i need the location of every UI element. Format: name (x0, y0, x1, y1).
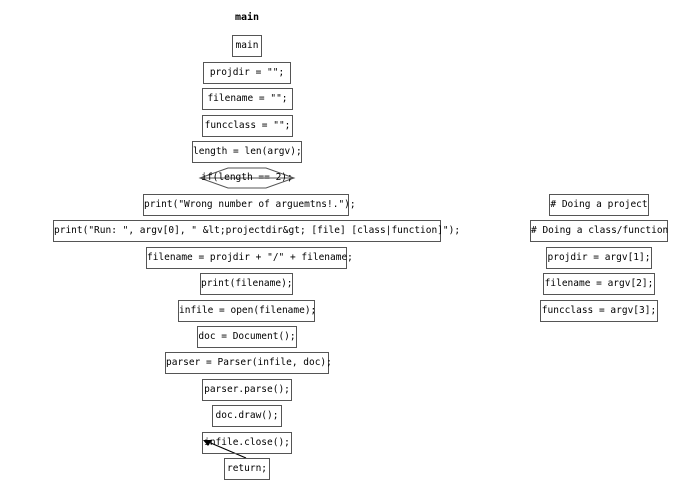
node-draw[interactable]: doc.draw(); (212, 405, 282, 427)
node-filename-join[interactable]: filename = projdir + "/" + filename; (146, 247, 353, 269)
diagram-title: main (234, 12, 260, 23)
node-comment-class[interactable]: # Doing a class/function (530, 220, 668, 242)
node-filename-assign[interactable]: filename = argv[2]; (543, 273, 655, 295)
node-print-wrong[interactable]: print("Wrong number of arguemtns!."); (143, 194, 356, 216)
node-projdir-init[interactable]: projdir = ""; (203, 62, 291, 84)
node-print-filename[interactable]: print(filename); (200, 273, 293, 295)
node-infile-open[interactable]: infile = open(filename); (178, 300, 316, 322)
node-parse[interactable]: parser.parse(); (202, 379, 292, 401)
node-length[interactable]: length = len(argv); (192, 141, 302, 163)
node-filename-init[interactable]: filename = ""; (202, 88, 293, 110)
node-projdir-assign[interactable]: projdir = argv[1]; (546, 247, 652, 269)
node-close[interactable]: infile.close(); (202, 432, 292, 454)
node-funcclass-init[interactable]: funcclass = ""; (202, 115, 293, 137)
node-parser-new[interactable]: parser = Parser(infile, doc); (165, 352, 332, 374)
decision-label[interactable]: if(length == 2); (201, 172, 293, 183)
node-comment-project[interactable]: # Doing a project (549, 194, 649, 216)
node-doc-new[interactable]: doc = Document(); (197, 326, 297, 348)
node-funcclass-assign[interactable]: funcclass = argv[3]; (540, 300, 658, 322)
node-print-usage[interactable]: print("Run: ", argv[0], " &lt;projectdir… (53, 220, 460, 242)
node-main[interactable]: main (232, 35, 262, 57)
node-return[interactable]: return; (224, 458, 270, 480)
